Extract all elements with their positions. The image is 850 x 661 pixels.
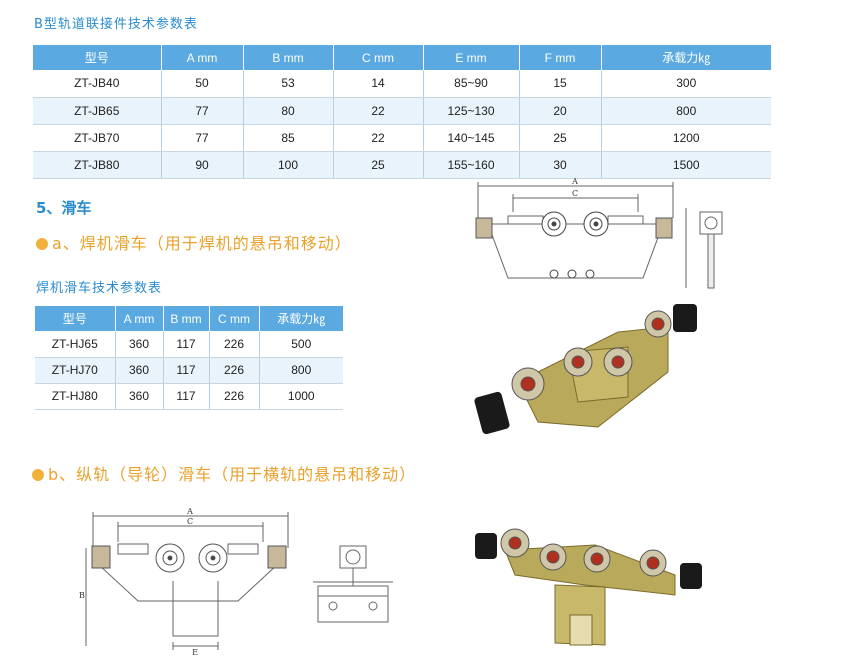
welder-trolley-photo [474, 304, 697, 435]
table-cell: 22 [333, 97, 424, 125]
section-heading: 5、滑车 [36, 199, 92, 217]
table-row: ZT-HJ70 360 117 226 800 [35, 357, 343, 384]
table-cell: 300 [601, 70, 771, 98]
column-header: 型号 [35, 306, 116, 331]
table-cell: 25 [333, 151, 424, 179]
subsection-a: a、焊机滑车（用于焊机的悬吊和移动） [36, 230, 352, 254]
jb-table-title: B型轨道联接件技术参数表 [34, 17, 198, 32]
table-cell: 77 [161, 97, 244, 125]
column-header: 型号 [33, 45, 162, 70]
table-cell: ZT-HJ65 [35, 331, 116, 358]
table-cell: 22 [333, 124, 424, 152]
table-cell: 360 [115, 383, 164, 410]
column-header: B mm [163, 306, 210, 331]
table-cell: ZT-JB65 [33, 97, 162, 125]
column-header: A mm [161, 45, 244, 70]
table-row: ZT-HJ65 360 117 226 500 [35, 331, 343, 358]
table-cell: 125~130 [423, 97, 520, 125]
hj-table-title: 焊机滑车技术参数表 [36, 281, 163, 296]
table-cell: 100 [243, 151, 334, 179]
table-cell: 14 [333, 70, 424, 98]
table-cell: 800 [259, 357, 343, 384]
bullet-dot-icon [32, 469, 44, 481]
table-header-row: 型号 A mm B mm C mm 承载力㎏ [35, 306, 343, 331]
table-cell: 500 [259, 331, 343, 358]
welder-trolley-drawing: A C [475, 177, 723, 289]
table-cell: 226 [209, 357, 260, 384]
column-header: C mm [209, 306, 260, 331]
column-header: A mm [115, 306, 164, 331]
table-cell: 140~145 [423, 124, 520, 152]
table-cell: 226 [209, 383, 260, 410]
hj-spec-table: 型号 A mm B mm C mm 承载力㎏ ZT-HJ65 360 117 2… [35, 306, 343, 410]
table-cell: ZT-HJ80 [35, 383, 116, 410]
table-cell: 1500 [601, 151, 771, 179]
table-cell: 226 [209, 331, 260, 358]
dim-label-c: C [187, 517, 193, 526]
dim-label-a: A [186, 507, 193, 516]
table-cell: 80 [243, 97, 334, 125]
column-header: 承载力㎏ [259, 306, 343, 331]
table-row: ZT-HJ80 360 117 226 1000 [35, 383, 343, 410]
table-cell: 20 [519, 97, 602, 125]
table-cell: 85 [243, 124, 334, 152]
table-cell: 117 [163, 331, 210, 358]
table-cell: 360 [115, 331, 164, 358]
table-cell: 30 [519, 151, 602, 179]
table-cell: ZT-JB70 [33, 124, 162, 152]
table-cell: ZT-HJ70 [35, 357, 116, 384]
rail-trolley-photo [475, 528, 702, 646]
table-cell: 53 [243, 70, 334, 98]
table-cell: 117 [163, 383, 210, 410]
column-header: 承载力㎏ [601, 45, 771, 70]
rail-trolley-drawing: A C B E [79, 507, 393, 657]
dim-label-a: A [571, 177, 578, 186]
column-header: B mm [243, 45, 334, 70]
column-header: F mm [519, 45, 602, 70]
table-cell: ZT-JB40 [33, 70, 162, 98]
table-cell: 90 [161, 151, 244, 179]
dim-label-b: B [79, 591, 85, 600]
table-cell: 117 [163, 357, 210, 384]
table-row: ZT-JB40 50 53 14 85~90 15 300 [33, 70, 771, 98]
dim-label-c: C [572, 189, 578, 198]
table-row: ZT-JB65 77 80 22 125~130 20 800 [33, 97, 771, 125]
jb-spec-table: 型号 A mm B mm C mm E mm F mm 承载力㎏ ZT-JB40… [33, 45, 771, 179]
table-cell: 77 [161, 124, 244, 152]
table-row: ZT-JB70 77 85 22 140~145 25 1200 [33, 124, 771, 152]
table-cell: 50 [161, 70, 244, 98]
table-cell: 85~90 [423, 70, 520, 98]
table-cell: 360 [115, 357, 164, 384]
subsection-b-label: b、纵轨（导轮）滑车（用于横轨的悬吊和移动） [48, 465, 417, 484]
table-cell: 155~160 [423, 151, 520, 179]
table-header-row: 型号 A mm B mm C mm E mm F mm 承载力㎏ [33, 45, 771, 70]
table-cell: 25 [519, 124, 602, 152]
table-row: ZT-JB80 90 100 25 155~160 30 1500 [33, 151, 771, 179]
subsection-a-label: a、焊机滑车（用于焊机的悬吊和移动） [52, 234, 352, 253]
table-cell: 1000 [259, 383, 343, 410]
subsection-b: b、纵轨（导轮）滑车（用于横轨的悬吊和移动） [32, 461, 416, 485]
column-header: E mm [423, 45, 520, 70]
table-cell: 1200 [601, 124, 771, 152]
column-header: C mm [333, 45, 424, 70]
table-cell: 15 [519, 70, 602, 98]
table-cell: ZT-JB80 [33, 151, 162, 179]
table-cell: 800 [601, 97, 771, 125]
bullet-dot-icon [36, 238, 48, 250]
dim-label-e: E [192, 648, 198, 657]
